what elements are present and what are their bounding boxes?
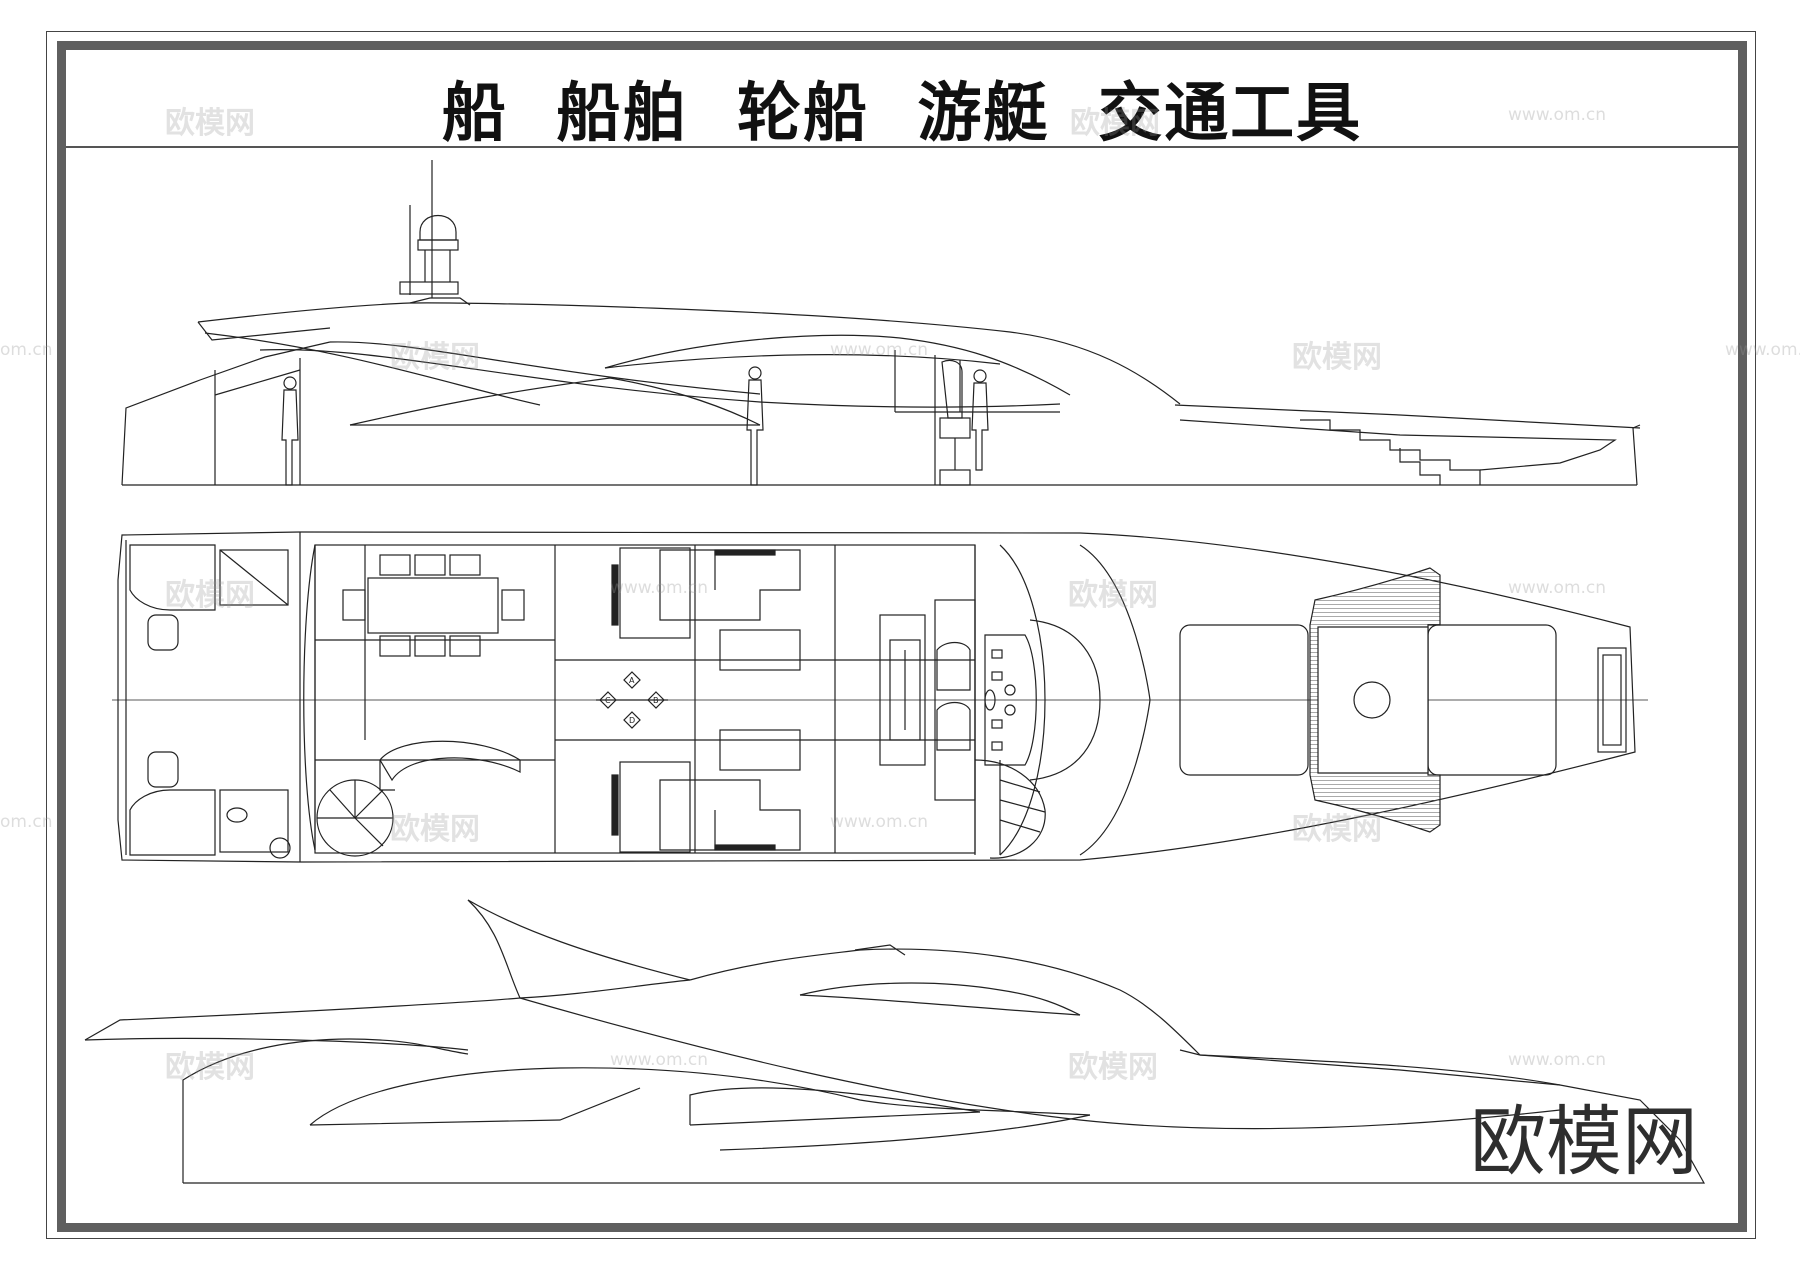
spiral-stair-icon <box>316 779 394 857</box>
mast <box>399 160 459 298</box>
inner-frame <box>57 41 1747 1232</box>
side-elevation <box>121 160 1641 486</box>
marker-a-label: A <box>629 676 635 685</box>
sheet-title: 船 船舶 轮船 游艇 交通工具 <box>441 77 1363 151</box>
perspective-view <box>84 899 1706 1184</box>
section-markers <box>596 671 668 729</box>
brand-mark: 欧模网 <box>1470 1097 1698 1186</box>
plan-view <box>112 531 1648 863</box>
marker-d-label: D <box>629 716 635 725</box>
marker-c-label: C <box>605 696 611 705</box>
toilet-icon <box>226 807 248 823</box>
radar-dome-icon <box>419 215 457 241</box>
sink-icon <box>269 837 291 859</box>
marker-b-label: B <box>653 696 659 705</box>
helm-seat <box>939 359 971 486</box>
helm-console-icon <box>984 634 1037 766</box>
person-figure-icon <box>281 366 989 486</box>
dining-set <box>342 554 525 657</box>
outer-frame <box>46 31 1756 1239</box>
title-band: 船 船舶 轮船 游艇 交通工具 <box>66 50 1738 151</box>
